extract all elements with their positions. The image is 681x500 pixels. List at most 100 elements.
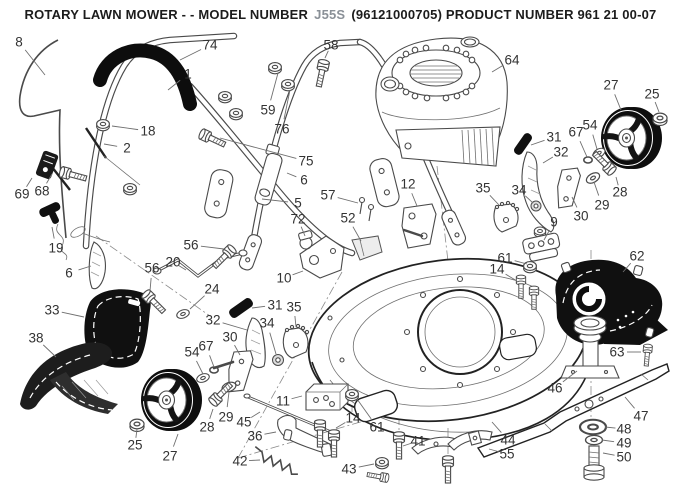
- leader-line-68: [46, 173, 53, 184]
- leader-line-31: [251, 305, 266, 309]
- handle-grip: [93, 43, 197, 111]
- leader-line-5: [261, 198, 289, 203]
- leader-line-12: [411, 193, 418, 207]
- title-product-number: (96121000705) PRODUCT NUMBER 961 21 00-0…: [351, 7, 657, 22]
- part-callout-28-22: 28: [612, 184, 628, 200]
- part-callout-68-18: 68: [34, 183, 50, 199]
- blade-bolt: [583, 445, 605, 481]
- handle-bail: [18, 39, 67, 239]
- part-callout-10-35: 10: [276, 270, 292, 286]
- leader-line-32: [222, 322, 248, 331]
- leader-line-50: [602, 452, 615, 456]
- bolt-63: [641, 343, 653, 367]
- leader-line-38: [42, 344, 57, 358]
- part-callout-75-15: 75: [298, 153, 314, 169]
- part-callout-56-33: 56: [144, 260, 160, 276]
- leader-line-54: [592, 134, 598, 150]
- discharge-chute: [555, 259, 668, 345]
- part-callout-32-14: 32: [553, 144, 569, 160]
- leader-line-72: [300, 226, 306, 237]
- leader-line-11: [291, 395, 303, 400]
- part-callout-47-57: 47: [633, 408, 649, 424]
- part-callout-67-9: 67: [568, 124, 584, 140]
- engine-mount-bracket: [401, 203, 437, 249]
- support-block: [305, 383, 349, 411]
- part-callout-43-64: 43: [341, 461, 357, 477]
- part-callout-11-49: 11: [275, 393, 291, 409]
- leader-line-61: [514, 260, 528, 265]
- shift-lever: [88, 241, 106, 290]
- leader-line-57: [337, 197, 359, 204]
- part-callout-31-10: 31: [546, 129, 562, 145]
- leader-line-14: [505, 273, 518, 282]
- deck-bolt-holes: [327, 275, 563, 389]
- part-callout-72-28: 72: [290, 211, 306, 227]
- bolt-bottom-center: [366, 469, 390, 484]
- part-callout-76-12: 76: [274, 121, 290, 137]
- part-callout-27-67: 27: [162, 448, 178, 464]
- leader-line-10: [292, 270, 304, 276]
- nut-18-a: [96, 119, 110, 132]
- part-callout-69-17: 69: [14, 186, 30, 202]
- height-adjuster-right: [493, 133, 618, 238]
- bracket-55: [447, 430, 493, 451]
- part-callout-6-68: 6: [65, 265, 73, 281]
- leader-line-9: [543, 229, 550, 241]
- part-callout-42-63: 42: [232, 453, 248, 469]
- part-callout-25-6: 25: [644, 86, 660, 102]
- leader-line-47: [624, 396, 635, 409]
- leader-line-24: [189, 295, 205, 310]
- part-callout-14-37: 14: [489, 261, 505, 277]
- part-callout-30-26: 30: [573, 208, 589, 224]
- part-callout-31-40: 31: [267, 297, 283, 313]
- leader-line-14: [335, 422, 346, 429]
- leader-line-33: [61, 311, 85, 318]
- title-model-number: J55S: [314, 7, 346, 22]
- leader-line-6: [286, 172, 297, 178]
- part-callout-18-11: 18: [140, 123, 156, 139]
- leader-line-29: [593, 181, 600, 196]
- part-callout-74-1: 74: [202, 37, 218, 53]
- leader-line-30: [571, 196, 578, 208]
- engine: [375, 36, 508, 167]
- part-callout-20-32: 20: [165, 254, 181, 270]
- leader-line-75: [219, 137, 297, 159]
- deck-center-hole: [417, 289, 503, 375]
- nut-43: [375, 457, 389, 470]
- leader-line-48: [604, 426, 616, 429]
- leader-line-64: [491, 64, 504, 73]
- axle-block: [522, 232, 561, 262]
- part-callout-12-19: 12: [400, 176, 416, 192]
- part-callout-29-51: 29: [218, 409, 234, 425]
- part-callout-28-65: 28: [199, 419, 215, 435]
- control-knob: [39, 202, 111, 261]
- leader-line-35: [489, 194, 500, 206]
- spring: [254, 446, 298, 476]
- part-callout-35-41: 35: [286, 299, 302, 315]
- part-callout-38-44: 38: [28, 330, 44, 346]
- leader-line-35: [294, 315, 297, 328]
- leader-line-74: [179, 49, 202, 61]
- leader-line-46: [562, 370, 578, 383]
- leader-line-29: [226, 391, 230, 408]
- part-callout-55-62: 55: [499, 446, 515, 462]
- leader-line-54: [196, 360, 204, 375]
- part-callout-61-36: 61: [497, 250, 513, 266]
- nut-59-a: [268, 62, 282, 75]
- engine-shroud-holes: [396, 44, 476, 102]
- part-callout-54-8: 54: [582, 117, 598, 133]
- leader-line-20: [178, 265, 187, 271]
- leader-line-49: [601, 439, 615, 443]
- leader-line-62: [622, 262, 632, 273]
- leader-line-56: [200, 245, 225, 250]
- cable-clip: [298, 230, 313, 250]
- leader-line-27: [172, 433, 179, 447]
- part-callout-41-56: 41: [410, 433, 426, 449]
- bolt-41-a: [392, 431, 406, 460]
- part-callout-36-55: 36: [247, 428, 263, 444]
- part-callout-50-60: 50: [616, 449, 632, 465]
- part-callout-58-2: 58: [323, 37, 339, 53]
- part-callout-61-54: 61: [369, 419, 385, 435]
- leader-line-45: [250, 411, 261, 418]
- leader-line-42: [248, 459, 261, 461]
